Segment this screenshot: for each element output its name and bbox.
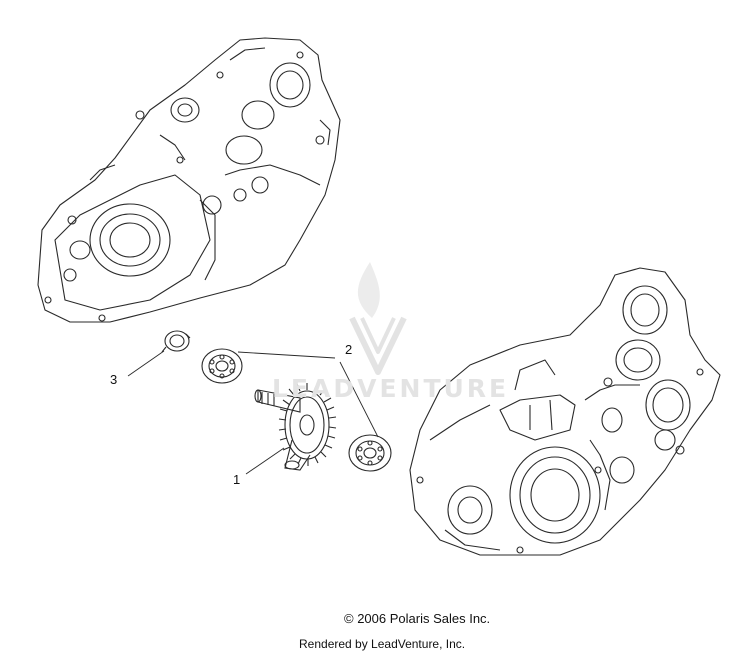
crankcase-left-half xyxy=(37,37,341,323)
leader-line-1 xyxy=(245,447,285,475)
copyright-text: © 2006 Polaris Sales Inc. xyxy=(344,611,491,626)
callout-3: 3 xyxy=(110,372,118,387)
bearing-item-2-lower xyxy=(348,434,392,472)
crankcase-right-half xyxy=(409,267,721,556)
rendered-by-text: Rendered by LeadVenture, Inc. xyxy=(299,637,466,651)
leader-line-2b xyxy=(339,361,379,438)
gear-shaft-item-1 xyxy=(254,383,337,471)
callout-1: 1 xyxy=(233,472,241,487)
watermark-text: LEADVENTURE xyxy=(272,374,510,403)
leadventure-logo-icon xyxy=(349,262,407,375)
bearing-item-3 xyxy=(161,330,191,353)
leader-lines xyxy=(127,350,379,475)
leader-line-3 xyxy=(127,350,165,377)
bearing-item-2-upper xyxy=(201,348,243,384)
callout-2: 2 xyxy=(345,342,353,357)
leader-line-2a xyxy=(237,351,336,359)
